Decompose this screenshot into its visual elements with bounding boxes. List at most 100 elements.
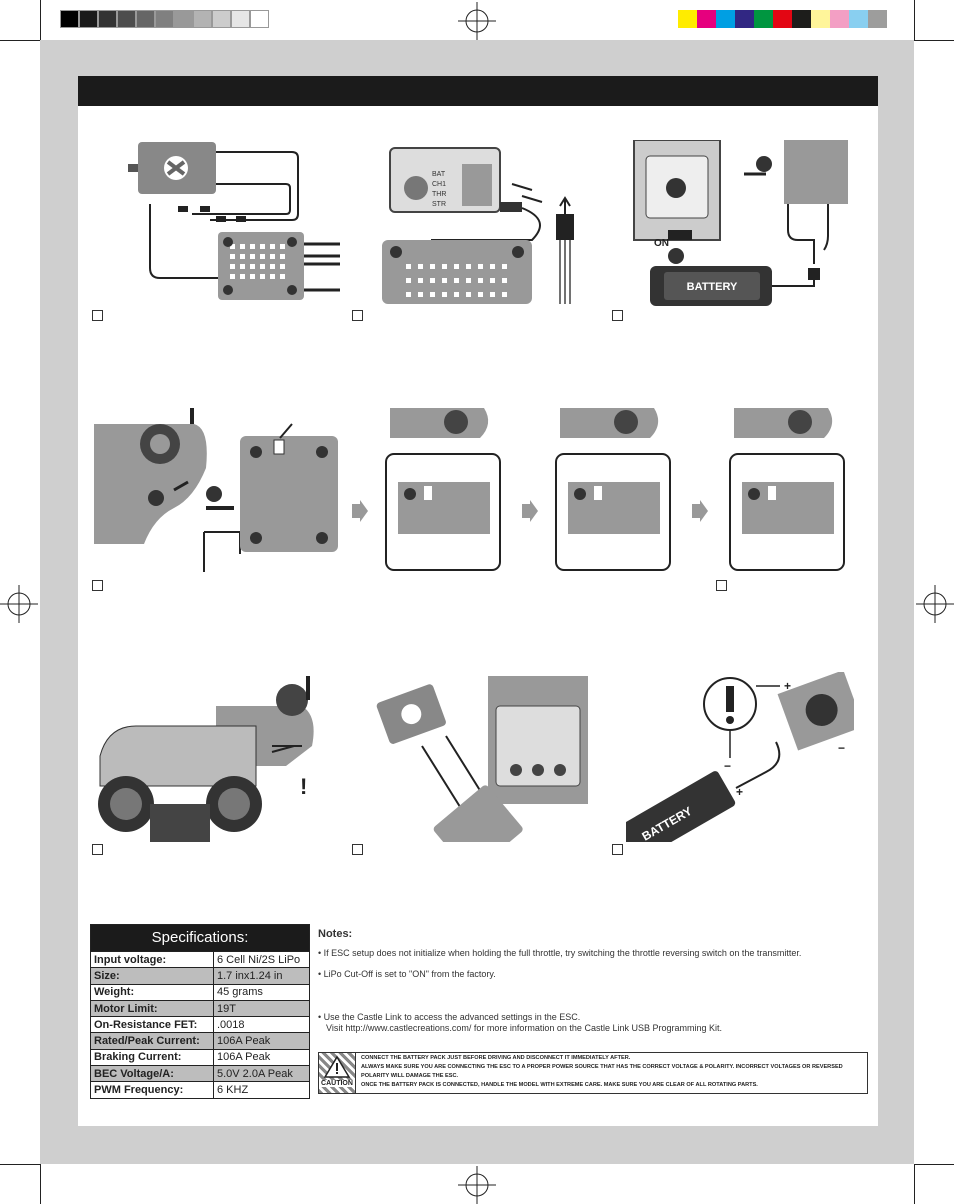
color-swatch [697,10,716,28]
note-item: • Use the Castle Link to access the adva… [318,1012,581,1022]
spec-value: 1.7 inx1.24 in [213,967,309,985]
crop-mark-icon [40,1164,41,1204]
step-checkbox[interactable] [92,580,103,591]
specifications-title: Specifications: [91,925,309,951]
warning-icon [703,677,757,731]
color-swatch [773,10,792,28]
vehicle-test-diagram: ! [98,676,314,842]
receiver-label-bat: BAT [432,171,446,178]
minus-icon: − [724,759,731,773]
esc-motor-wiring-diagram [128,142,340,300]
color-swatch [811,10,830,28]
color-swatch [792,10,811,28]
note-item: • If ESC setup does not initialize when … [318,948,802,958]
step-checkbox[interactable] [352,310,363,321]
color-swatch [735,10,754,28]
receiver-connection-diagram: BAT CH1 THR STR [382,147,574,304]
registration-mark-icon [458,1166,496,1204]
castle-logo-icon [164,156,188,180]
registration-mark-icon [0,585,38,623]
battery-polarity-warning-diagram: + − − + BATTERY [626,672,854,842]
spec-value: 45 grams [213,983,309,1001]
caution-box: CAUTION CONNECT THE BATTERY PACK JUST BE… [318,1052,868,1094]
crop-mark-icon [914,1164,915,1204]
minus-icon: − [838,741,845,755]
spec-value: 6 Cell Ni/2S LiPo [213,950,309,968]
spec-row: PWM Frequency:6 KHZ [91,1081,309,1098]
step-checkbox[interactable] [92,310,103,321]
warning-icon [323,1055,351,1078]
spec-value: 19T [213,999,309,1017]
step-checkbox[interactable] [352,844,363,855]
esc-switch-diagram [376,676,588,842]
caution-icon: CAUTION [319,1053,356,1093]
arrow-right-icon [352,500,368,522]
warning-exclaim: ! [300,774,307,799]
spec-value: 6 KHZ [213,1081,309,1098]
spec-key: Input voltage: [91,950,214,968]
step-checkbox[interactable] [612,844,623,855]
step-checkbox[interactable] [92,844,103,855]
spec-row: Braking Current:106A Peak [91,1048,309,1066]
crop-mark-icon [40,0,41,40]
registration-mark-icon [458,2,496,40]
grayscale-bar [60,10,269,28]
color-swatch [849,10,868,28]
receiver-label-ch1: CH1 [432,181,446,188]
header-bar [78,76,878,106]
led-blink-step-b [555,408,671,571]
caution-label: CAUTION [319,1080,355,1087]
specifications-table: Specifications: Input voltage:6 Cell Ni/… [90,924,310,1099]
spec-value: 5.0V 2.0A Peak [213,1065,309,1082]
notes-section: Notes: • If ESC setup does not initializ… [318,928,878,1034]
spec-key: BEC Voltage/A: [91,1065,214,1082]
spec-value: .0018 [213,1016,309,1033]
crop-mark-icon [0,40,40,41]
spec-row: Rated/Peak Current:106A Peak [91,1032,309,1050]
arrow-right-icon [522,500,538,522]
color-swatch [830,10,849,28]
led-blink-step-a [385,408,501,571]
note-item: • LiPo Cut-Off is set to "ON" from the f… [318,969,496,979]
plus-icon: + [784,679,791,693]
spec-key: Weight: [91,983,214,1001]
crop-mark-icon [914,0,915,40]
plus-icon: + [736,785,743,799]
caution-line: ONCE THE BATTERY PACK IS CONNECTED, HAND… [361,1082,758,1088]
caution-line: ALWAYS MAKE SURE YOU ARE CONNECTING THE … [361,1064,843,1079]
arrow-right-icon [692,500,708,522]
spec-value: 106A Peak [213,1032,309,1050]
spec-row: Motor Limit:19T [91,999,309,1017]
color-swatch [868,10,887,28]
spec-row: On-Resistance FET:.0018 [91,1016,309,1033]
spec-row: Input voltage:6 Cell Ni/2S LiPo [91,950,309,968]
step-checkbox[interactable] [612,310,623,321]
color-swatch [678,10,697,28]
notes-title: Notes: [318,928,353,940]
battery-power-on-diagram: ON BATTERY [633,140,848,306]
spec-key: Rated/Peak Current: [91,1032,214,1050]
process-color-bar [678,10,887,28]
spec-key: On-Resistance FET: [91,1016,214,1033]
led-blink-step-c [729,408,845,571]
spec-key: Size: [91,967,214,985]
battery-label: BATTERY [687,281,738,293]
receiver-label-str: STR [432,201,446,208]
spec-key: Braking Current: [91,1048,214,1066]
spec-row: Weight:45 grams [91,983,309,1001]
receiver-label-thr: THR [432,191,446,198]
caution-text: CONNECT THE BATTERY PACK JUST BEFORE DRI… [361,1054,861,1090]
spec-row: BEC Voltage/A:5.0V 2.0A Peak [91,1065,309,1082]
note-link-info: Visit http://www.castlecreations.com/ fo… [326,1023,722,1033]
spec-key: Motor Limit: [91,999,214,1017]
on-label: ON [654,238,669,249]
crop-mark-icon [0,1164,40,1165]
caution-line: CONNECT THE BATTERY PACK JUST BEFORE DRI… [361,1055,631,1061]
crop-mark-icon [914,40,954,41]
spec-value: 106A Peak [213,1048,309,1066]
crop-mark-icon [914,1164,954,1165]
color-swatch [754,10,773,28]
registration-mark-icon [916,585,954,623]
transmitter-calibration-diagram [94,408,338,572]
step-checkbox[interactable] [716,580,727,591]
